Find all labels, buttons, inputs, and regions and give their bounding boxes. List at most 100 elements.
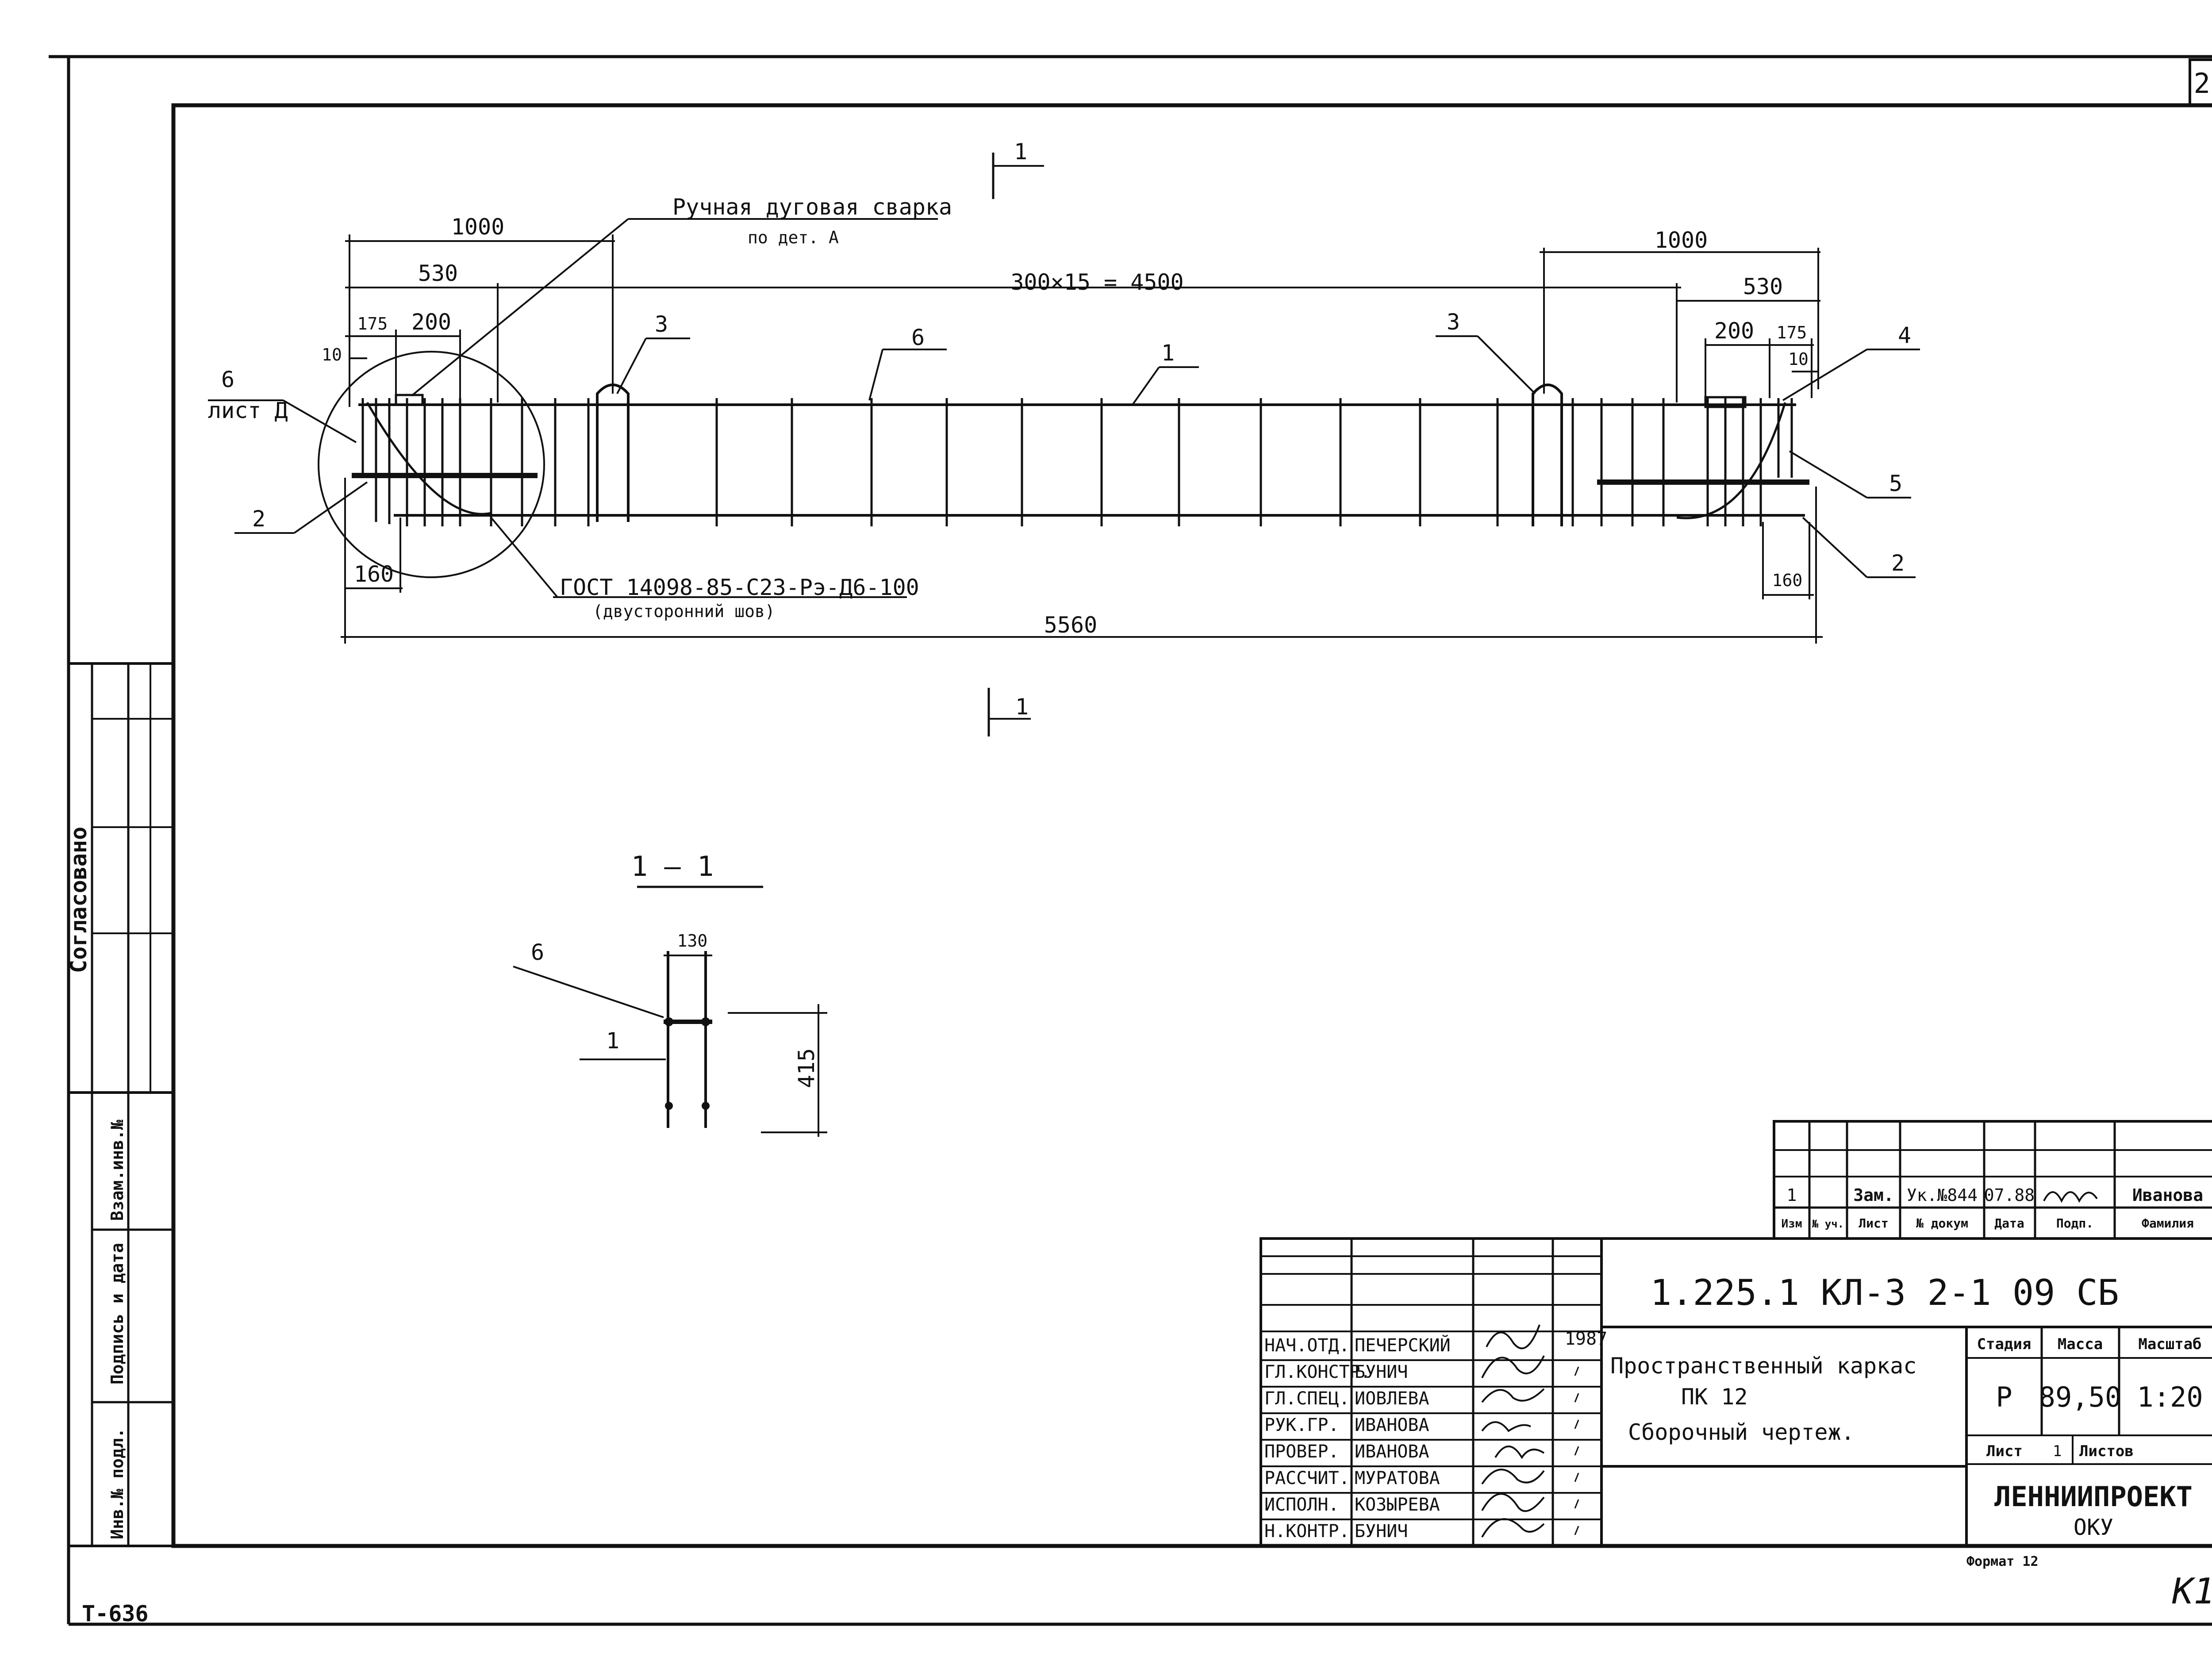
section-view: 1 — 1 130 415 6 1 [513, 850, 827, 1137]
rev-col-7: Иванова [2132, 1185, 2203, 1205]
dimension-lines [341, 234, 1823, 644]
pos-4: 4 [1898, 322, 1911, 348]
title-block: 1.225.1 КЛ-3 2-1 09 СБ Пространственный … [1260, 1237, 2212, 1569]
title-line2: ПК 12 [1681, 1384, 1748, 1410]
date-ticks [1574, 1366, 1579, 1535]
signer-role-0: НАЧ.ОТД. [1264, 1335, 1350, 1356]
mass-label: Масса [2058, 1335, 2103, 1353]
signer-role-4: ПРОВЕР. [1264, 1442, 1339, 1462]
signer-name-6: КОЗЫРЕВА [1355, 1495, 1440, 1515]
svg-text:Дата: Дата [1994, 1216, 2024, 1231]
inv-swap-label: Взам.инв.№ [108, 1120, 127, 1221]
rev-col-5: 07.88 [1984, 1185, 2035, 1205]
svg-text:Лист: Лист [1859, 1216, 1888, 1231]
signer-role-7: Н.КОНТР. [1264, 1521, 1350, 1542]
signer-role-3: РУК.ГР. [1264, 1415, 1339, 1435]
rev-col-3: Зам. [1853, 1185, 1894, 1205]
transverse-bars [361, 398, 1793, 526]
signatures [1481, 1324, 1545, 1538]
dim-right-530: 530 [1743, 274, 1783, 299]
main-view: 1 1 [208, 139, 1920, 736]
pos-2-right: 2 [1891, 550, 1905, 576]
pos-6-top: 6 [911, 325, 925, 350]
dim-left-200: 200 [411, 309, 451, 335]
stage-label: Стадия [1977, 1335, 2032, 1353]
sheet-label: Лист [1986, 1442, 2023, 1460]
dim-left-10: 10 [322, 345, 342, 364]
dim-right-160: 160 [1772, 571, 1803, 590]
scale-value: 1:20 [2137, 1381, 2203, 1413]
dim-right-1000: 1000 [1655, 227, 1708, 253]
gost-note-line1: ГОСТ 14098-85-С23-Рэ-Д6-100 [560, 575, 919, 600]
org-name: ЛЕННИИПРОЕКТ [1994, 1480, 2193, 1513]
sheet-number: 21 [2194, 67, 2212, 100]
rev-col-1: 1 [1787, 1185, 1797, 1205]
sheet-number-box [2189, 58, 2212, 107]
section-height-dim: 415 [794, 1048, 819, 1088]
right-anchor-curve [1676, 402, 1786, 519]
corner-mark: К1 [2172, 1571, 2212, 1612]
dim-overall-5560: 5560 [1044, 612, 1097, 638]
org-dept: ОКУ [2074, 1515, 2113, 1540]
inv-orig-label: Инв.№ подл. [108, 1428, 127, 1539]
pos-6-left: 6 [221, 367, 234, 392]
format-note: Формат 12 [1966, 1554, 2039, 1569]
signer-name-4: ИВАНОВА [1355, 1442, 1429, 1462]
right-small-plate [1704, 396, 1747, 408]
pos-2-left: 2 [252, 506, 265, 532]
dim-pitch: 300×15 = 4500 [1010, 269, 1183, 295]
section-pos-6: 6 [531, 940, 544, 965]
section-title: 1 — 1 [631, 850, 714, 882]
dim-right-10: 10 [1788, 349, 1809, 369]
dim-left-175: 175 [357, 314, 388, 334]
svg-text:Фамилия: Фамилия [2142, 1216, 2194, 1231]
svg-text:№ докум: № докум [1916, 1216, 1968, 1231]
agreed-label: Согласовано [66, 827, 92, 973]
pos-3-right: 3 [1447, 309, 1460, 335]
signer-name-7: БУНИЧ [1355, 1521, 1408, 1542]
title-line1: Пространственный каркас [1610, 1353, 1916, 1379]
pos-5: 5 [1889, 471, 1902, 496]
svg-text:№ уч.: № уч. [1812, 1218, 1844, 1230]
rev-col-4: Ук.№844 [1907, 1185, 1978, 1205]
detail-circle [318, 351, 545, 578]
signer-role-1: ГЛ.КОНСТР. [1264, 1362, 1371, 1382]
signer-role-6: ИСПОЛН. [1264, 1495, 1339, 1515]
svg-text:Изм: Изм [1782, 1217, 1802, 1231]
year: 1987 [1565, 1329, 1607, 1349]
sheets-label: Листов [2079, 1442, 2134, 1460]
dim-left-160: 160 [354, 561, 394, 587]
signer-name-1: БУНИЧ [1355, 1362, 1408, 1382]
signer-role-2: ГЛ.СПЕЦ. [1264, 1388, 1350, 1409]
dim-right-175: 175 [1777, 323, 1807, 342]
signer-name-3: ИВАНОВА [1355, 1415, 1429, 1435]
section-width-dim: 130 [677, 931, 708, 951]
svg-text:1: 1 [1015, 694, 1029, 720]
dim-left-530: 530 [418, 261, 458, 286]
drawing-frame [171, 103, 2212, 1548]
left-anchor-curve [366, 402, 492, 515]
weld-note-line1: Ручная дуговая сварка [672, 194, 952, 220]
left-strip: Согласовано Взам.инв.№ Подпись и дата Ин… [66, 662, 175, 1547]
weld-note-line2: по дет. А [748, 228, 839, 247]
pos-1: 1 [1161, 340, 1175, 366]
scale-label: Масштаб [2138, 1335, 2201, 1353]
pos-3-left: 3 [655, 311, 668, 337]
detail-label: лист Д [208, 398, 288, 423]
svg-text:Подп.: Подп. [2056, 1216, 2093, 1231]
section-cut-top: 1 [992, 139, 1044, 199]
left-small-plate [395, 394, 424, 406]
leader-lines [208, 218, 1920, 598]
signer-role-5: РАССЧИТ. [1264, 1468, 1350, 1488]
mass-value: 89,50 [2039, 1381, 2122, 1413]
inventory-code: Т-636 [82, 1601, 149, 1626]
signer-name-2: ИОВЛЕВА [1355, 1388, 1429, 1409]
dim-left-1000: 1000 [451, 214, 504, 240]
gost-note-line2: (двусторонний шов) [593, 602, 775, 621]
dim-right-200: 200 [1714, 318, 1754, 344]
section-cut-bottom: 1 [987, 688, 1031, 736]
rev-signature [2043, 1191, 2098, 1203]
signer-name-0: ПЕЧЕРСКИЙ [1355, 1335, 1451, 1356]
title-line3: Сборочный чертеж. [1628, 1419, 1855, 1445]
